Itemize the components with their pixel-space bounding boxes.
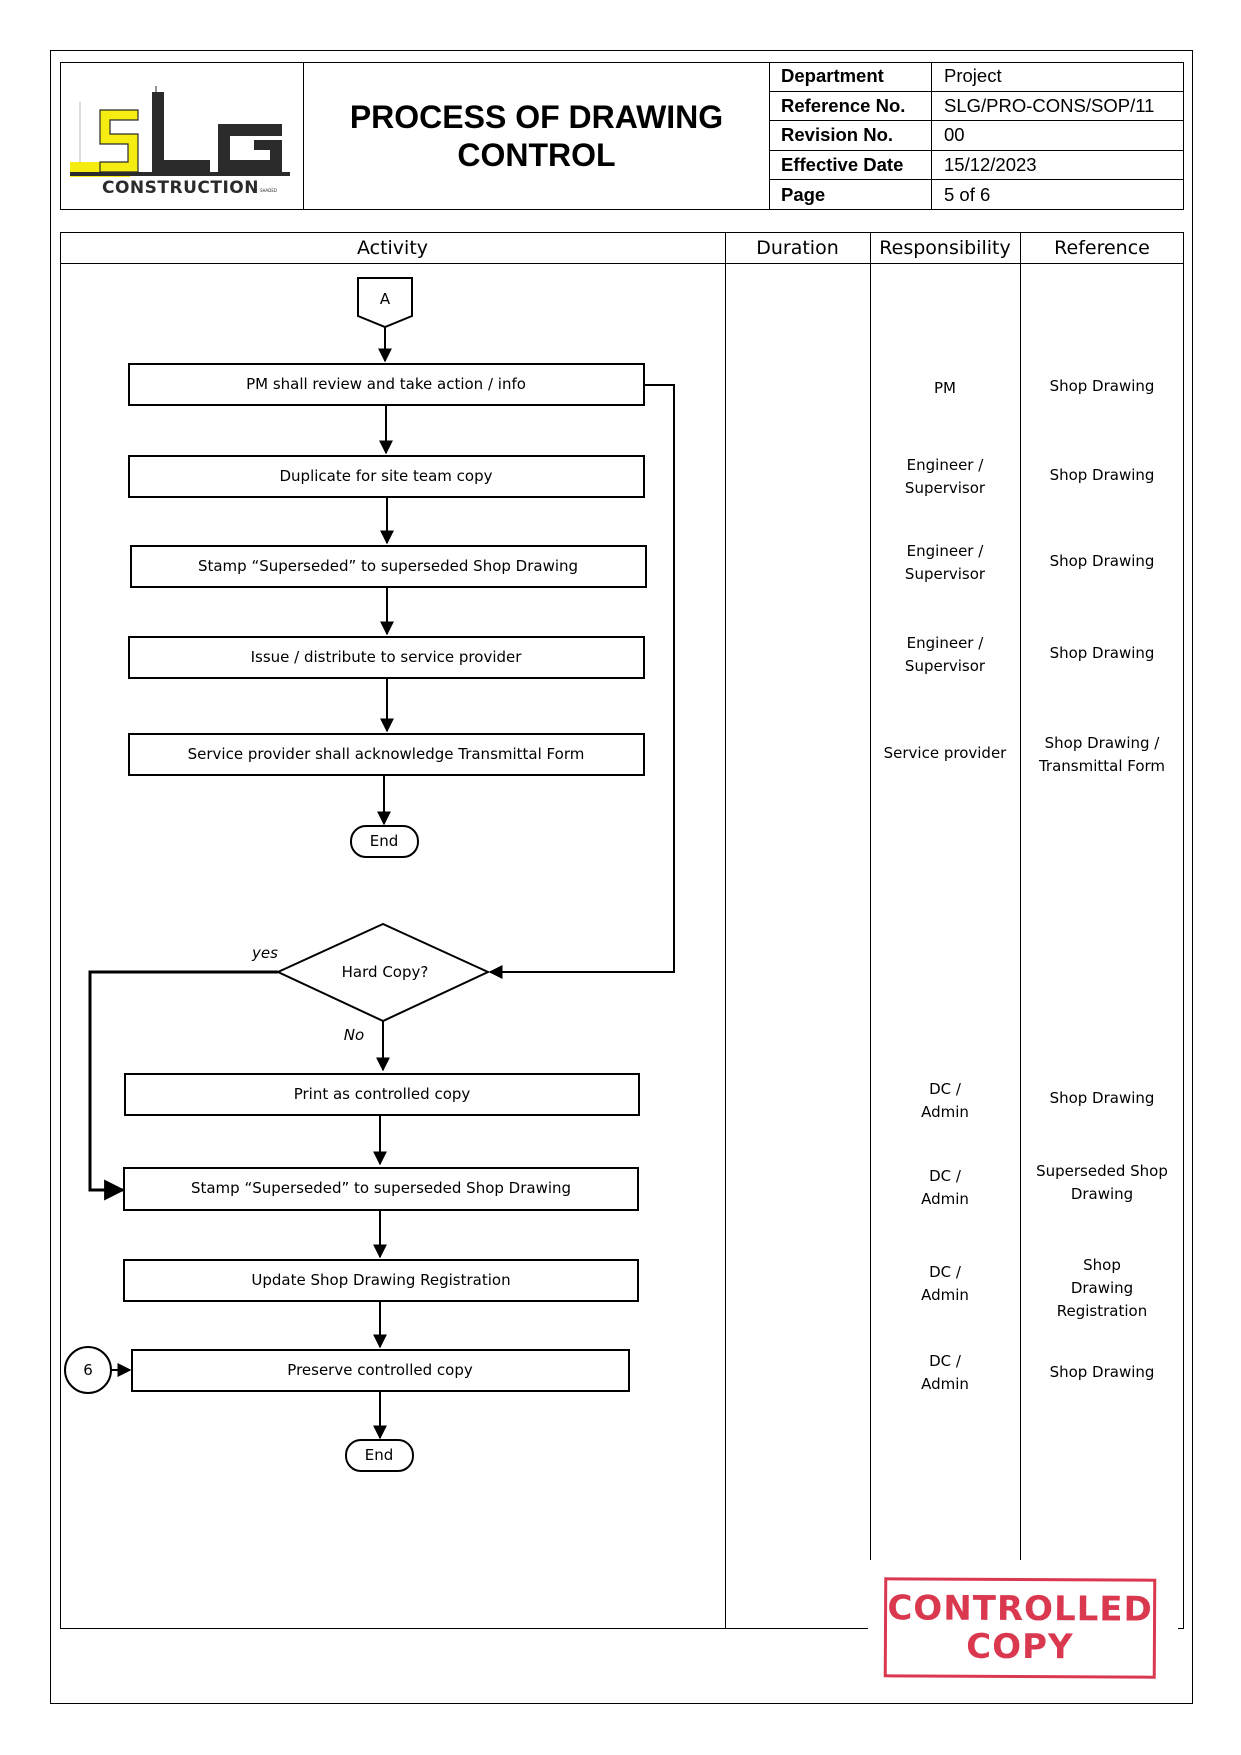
meta-key: Page <box>770 180 932 210</box>
process-step <box>124 1073 640 1116</box>
process-step <box>128 636 645 679</box>
reference-cell: Shop Drawing <box>1049 1363 1155 1381</box>
process-step <box>128 733 645 776</box>
company-logo: CONSTRUCTION SHADED <box>70 86 290 198</box>
meta-value: 5 of 6 <box>944 184 991 206</box>
reference-cell: Shop Drawing <box>1049 644 1155 662</box>
step-label: Update Shop Drawing Registration <box>251 1271 510 1289</box>
logo-cell: CONSTRUCTION SHADED <box>60 62 304 210</box>
responsibility-cell: Engineer /Supervisor <box>904 542 986 583</box>
step-label: Service provider shall acknowledge Trans… <box>188 745 585 763</box>
stamp-line-1: CONTROLLED <box>887 1588 1153 1630</box>
responsibility-cell: Engineer /Supervisor <box>904 456 986 497</box>
table-header-divider <box>60 263 1184 264</box>
column-header-duration: Duration <box>756 236 839 259</box>
step-label: Stamp “Superseded” to superseded Shop Dr… <box>191 1179 571 1197</box>
meta-key: Department <box>770 62 932 91</box>
process-step <box>123 1259 639 1302</box>
end-terminator <box>350 825 419 858</box>
process-table <box>60 232 1184 1629</box>
process-step <box>123 1167 639 1211</box>
title-line-1: PROCESS OF DRAWING <box>349 99 724 135</box>
connector-a-label: A <box>380 290 391 308</box>
controlled-copy-stamp: CONTROLLED COPY <box>883 1577 1157 1679</box>
reference-cell: Shop Drawing <box>1049 377 1155 395</box>
decision-label: Hard Copy? <box>342 963 429 981</box>
meta-row-effective-date: Effective Date 15/12/2023 <box>770 150 1184 181</box>
reference-cell: Shop Drawing <box>1049 552 1155 570</box>
responsibility-cell: DC /Admin <box>921 1263 969 1304</box>
connector-6-label: 6 <box>83 1361 93 1379</box>
page-border <box>50 50 1193 1704</box>
meta-value: Project <box>944 65 1002 87</box>
responsibility-cell: DC /Admin <box>921 1352 969 1393</box>
meta-row-reference: Reference No. SLG/PRO-CONS/SOP/11 <box>770 91 1184 122</box>
responsibility-cell: Engineer /Supervisor <box>904 634 986 675</box>
meta-row-revision: Revision No. 00 <box>770 121 1184 151</box>
process-step <box>128 455 645 498</box>
reference-cell: Shop Drawing <box>1049 1089 1155 1107</box>
step-label: Issue / distribute to service provider <box>251 648 523 666</box>
yes-label: yes <box>251 944 278 962</box>
responsibility-cell: DC /Admin <box>921 1167 969 1208</box>
meta-row-department: Department Project <box>770 62 1184 92</box>
page-title: PROCESS OF DRAWING CONTROL <box>304 62 770 210</box>
step-label: Duplicate for site team copy <box>280 467 493 485</box>
meta-value: 00 <box>944 124 965 146</box>
stamp-line-2: COPY <box>966 1626 1074 1668</box>
process-step <box>130 545 647 588</box>
reference-cell: Shop Drawing /Transmittal Form <box>1038 734 1166 775</box>
end-label: End <box>370 832 399 850</box>
responsibility-cell: Service provider <box>883 744 1007 762</box>
meta-key: Reference No. <box>770 91 932 121</box>
column-divider <box>1020 232 1021 1629</box>
meta-key: Effective Date <box>770 150 932 180</box>
reference-cell: Shop Drawing <box>1049 466 1155 484</box>
step-label: Print as controlled copy <box>294 1085 471 1103</box>
column-header-activity: Activity <box>356 236 429 259</box>
step-label: Stamp “Superseded” to superseded Shop Dr… <box>198 557 578 575</box>
logo-subtitle: CONSTRUCTION <box>102 178 259 198</box>
responsibility-cell: DC /Admin <box>921 1080 969 1121</box>
column-divider <box>870 232 871 1629</box>
offpage-connector-a <box>357 277 413 329</box>
step-label: PM shall review and take action / info <box>246 375 526 393</box>
meta-row-page: Page 5 of 6 <box>770 180 1184 210</box>
title-line-2: CONTROL <box>457 137 616 173</box>
column-header-reference: Reference <box>1054 236 1150 259</box>
header-table <box>60 62 1184 210</box>
responsibility-cell: PM <box>934 379 956 397</box>
meta-key: Revision No. <box>770 121 932 150</box>
meta-value: 15/12/2023 <box>944 154 1037 176</box>
step-label: Preserve controlled copy <box>287 1361 473 1379</box>
end-label: End <box>365 1446 394 1464</box>
column-divider <box>725 232 726 1629</box>
logo-mark: SHADED <box>260 188 277 193</box>
process-step <box>128 363 645 406</box>
meta-value: SLG/PRO-CONS/SOP/11 <box>944 94 1155 116</box>
end-terminator <box>345 1439 414 1472</box>
no-label: No <box>344 1026 364 1044</box>
document-meta: Department Project Reference No. SLG/PRO… <box>770 62 1184 210</box>
column-header-responsibility: Responsibility <box>879 236 1011 259</box>
